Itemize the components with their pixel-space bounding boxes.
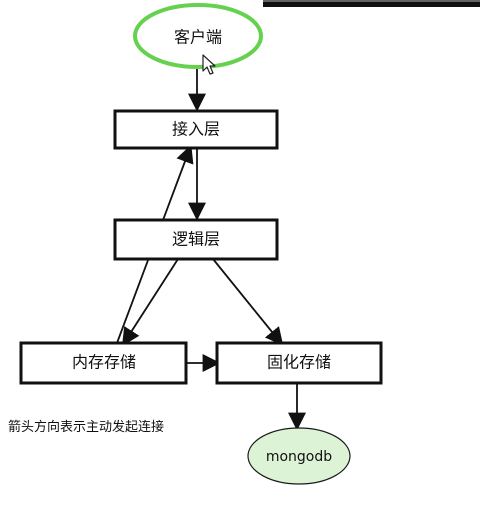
diagram-note: 箭头方向表示主动发起连接	[8, 419, 164, 435]
access-layer-node: 接入层	[113, 109, 279, 150]
client-label: 客户端	[174, 28, 222, 47]
database-label: mongodb	[266, 449, 332, 465]
mouse-cursor-icon	[202, 54, 216, 75]
corner-overlay	[263, 0, 480, 7]
logic-layer-label: 逻辑层	[172, 230, 220, 249]
client-node: 客户端	[133, 3, 263, 69]
logic-layer-node: 逻辑层	[113, 218, 279, 261]
memory-storage-label: 内存存储	[72, 353, 136, 372]
database-node: mongodb	[247, 427, 351, 485]
access-layer-label: 接入层	[172, 120, 220, 139]
arrow-logic-to-persistent	[212, 258, 284, 346]
memory-storage-node: 内存存储	[19, 341, 188, 385]
arrow-logic-to-memory	[122, 258, 179, 347]
persistent-storage-node: 固化存储	[215, 341, 383, 385]
connections	[116, 68, 306, 431]
persistent-storage-label: 固化存储	[267, 353, 331, 372]
